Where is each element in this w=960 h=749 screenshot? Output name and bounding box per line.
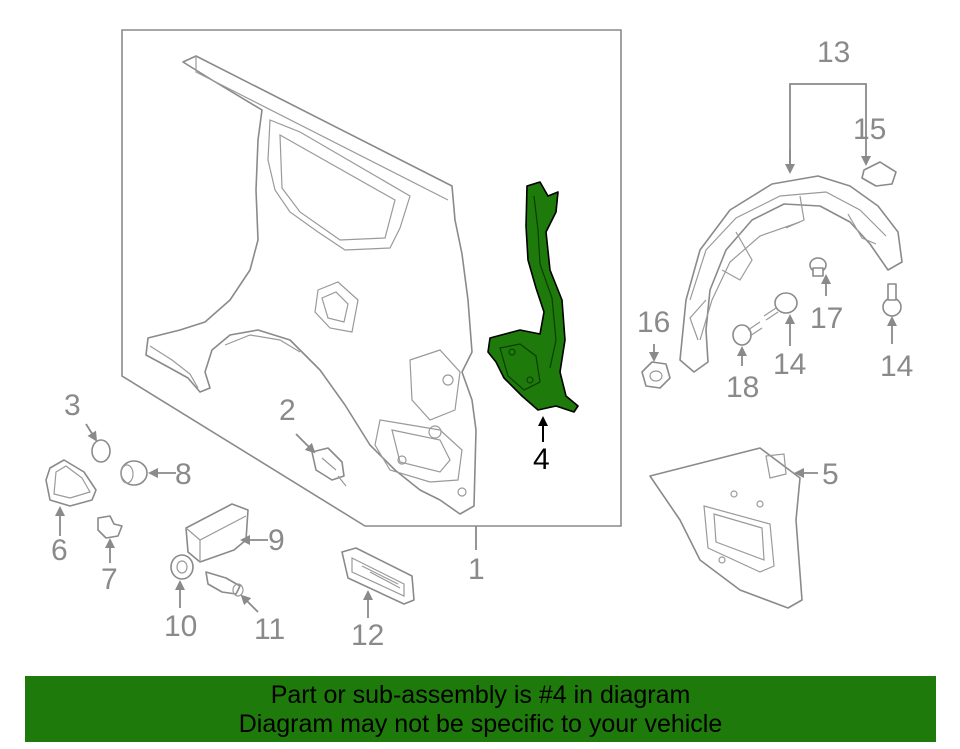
part-6-fuel-door[interactable] bbox=[45, 459, 97, 507]
part-12-vent[interactable] bbox=[341, 547, 415, 605]
part-7-clip[interactable] bbox=[97, 515, 123, 539]
part-4-highlighted[interactable] bbox=[487, 181, 579, 413]
callout-5[interactable]: 5 bbox=[822, 458, 839, 491]
part-14-screw-center[interactable] bbox=[763, 292, 798, 321]
part-18-bolt[interactable] bbox=[732, 321, 763, 346]
part-16-nut[interactable] bbox=[641, 361, 671, 389]
callout-13[interactable]: 13 bbox=[817, 36, 850, 69]
part-11-pin[interactable] bbox=[205, 571, 244, 597]
callout-3[interactable]: 3 bbox=[64, 389, 81, 422]
callout-18[interactable]: 18 bbox=[726, 371, 759, 404]
leader-lines bbox=[55, 83, 897, 618]
callout-7[interactable]: 7 bbox=[101, 563, 118, 596]
callout-4[interactable]: 4 bbox=[533, 443, 550, 476]
part-9-housing[interactable] bbox=[185, 503, 249, 563]
info-banner: Part or sub-assembly is #4 in diagram Di… bbox=[25, 676, 936, 742]
callout-10[interactable]: 10 bbox=[164, 610, 197, 643]
callout-1[interactable]: 1 bbox=[468, 553, 485, 586]
banner-line-1: Part or sub-assembly is #4 in diagram bbox=[270, 681, 691, 709]
callout-14-right[interactable]: 14 bbox=[880, 350, 913, 383]
part-3-seal[interactable] bbox=[91, 439, 111, 463]
banner-line-2: Diagram may not be specific to your vehi… bbox=[238, 710, 723, 738]
part-17-pin[interactable] bbox=[809, 257, 827, 277]
callout-11[interactable]: 11 bbox=[254, 613, 285, 646]
callout-14-center[interactable]: 14 bbox=[773, 348, 806, 381]
callout-12[interactable]: 12 bbox=[351, 619, 384, 652]
part-2-bracket[interactable] bbox=[311, 447, 347, 487]
part-10-grommet[interactable] bbox=[170, 554, 194, 580]
part-14-bolt-right[interactable] bbox=[882, 283, 902, 317]
callout-16[interactable]: 16 bbox=[637, 306, 670, 339]
part-8-cap[interactable] bbox=[120, 460, 148, 486]
callout-8[interactable]: 8 bbox=[175, 458, 192, 491]
callout-labels: 1 2 3 4 5 6 7 8 9 10 11 12 13 14 14 15 1… bbox=[51, 36, 913, 652]
part-5-inner-panel[interactable] bbox=[649, 447, 803, 609]
quarter-panel bbox=[145, 55, 477, 515]
part-13-wheel-liner[interactable] bbox=[679, 175, 903, 373]
part-15-clip[interactable] bbox=[861, 161, 897, 187]
callout-6[interactable]: 6 bbox=[51, 534, 68, 567]
assembly-box-1 bbox=[121, 29, 622, 527]
callout-15[interactable]: 15 bbox=[853, 113, 886, 146]
callout-2[interactable]: 2 bbox=[279, 394, 296, 427]
callout-9[interactable]: 9 bbox=[268, 524, 285, 557]
callout-17[interactable]: 17 bbox=[810, 302, 843, 335]
